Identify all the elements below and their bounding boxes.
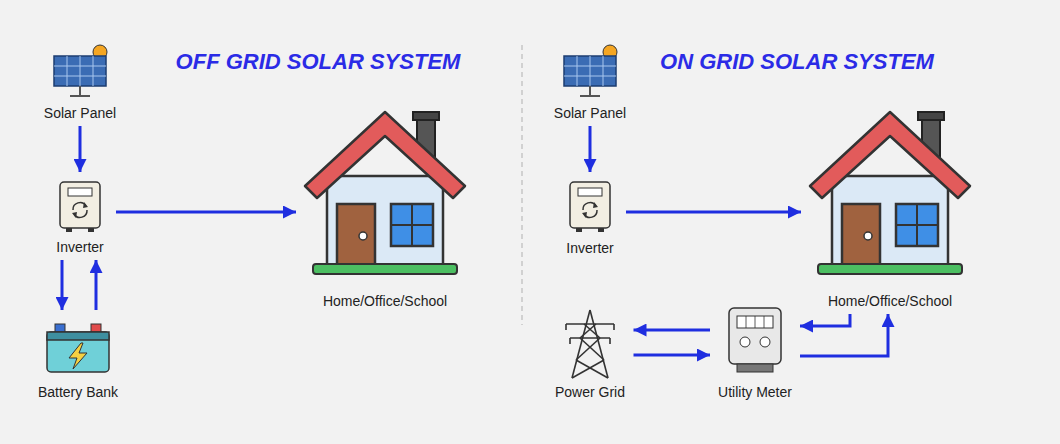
node-label: Utility Meter bbox=[718, 384, 792, 401]
section-heading: OFF GRID SOLAR SYSTEM bbox=[176, 49, 461, 75]
battery-icon bbox=[47, 324, 109, 372]
node-label: Home/Office/School bbox=[323, 293, 447, 310]
flow-arrow bbox=[800, 314, 850, 326]
node-label: Battery Bank bbox=[38, 384, 118, 401]
flow-arrow bbox=[634, 354, 711, 357]
flow-arrow bbox=[116, 211, 296, 214]
icon-node: Solar Panel bbox=[40, 42, 121, 122]
icon-node: Solar Panel bbox=[550, 42, 631, 122]
flow-arrow bbox=[589, 126, 592, 172]
inverter-icon bbox=[570, 182, 610, 232]
node-label: Inverter bbox=[56, 239, 103, 256]
node-label: Solar Panel bbox=[44, 105, 116, 122]
flow-arrow bbox=[800, 314, 888, 356]
icon-node: Home/Office/School bbox=[300, 104, 470, 310]
solar-panel-icon bbox=[54, 45, 107, 96]
house-icon bbox=[810, 112, 970, 274]
icon-node: Utility Meter bbox=[714, 300, 796, 401]
section-divider bbox=[521, 45, 522, 325]
flow-arrow bbox=[626, 211, 801, 214]
power-tower-icon bbox=[566, 310, 614, 378]
flow-arrow bbox=[61, 260, 64, 310]
section-heading: ON GRID SOLAR SYSTEM bbox=[660, 49, 934, 75]
flow-arrow bbox=[79, 126, 82, 172]
inverter-icon bbox=[60, 182, 100, 232]
node-label: Home/Office/School bbox=[828, 293, 952, 310]
icon-node: Inverter bbox=[558, 176, 622, 257]
flow-arrow bbox=[634, 329, 711, 332]
utility-meter-icon bbox=[729, 308, 781, 372]
node-label: Inverter bbox=[566, 240, 613, 257]
node-label: Solar Panel bbox=[554, 105, 626, 122]
icon-node: Inverter bbox=[48, 176, 112, 256]
icon-node: Battery Bank bbox=[34, 314, 123, 401]
icon-node: Home/Office/School bbox=[805, 104, 975, 310]
icon-node: Power Grid bbox=[551, 305, 630, 401]
house-icon bbox=[305, 112, 465, 274]
solar-panel-icon bbox=[564, 45, 617, 96]
node-label: Power Grid bbox=[555, 384, 625, 401]
flow-arrow bbox=[95, 260, 98, 310]
